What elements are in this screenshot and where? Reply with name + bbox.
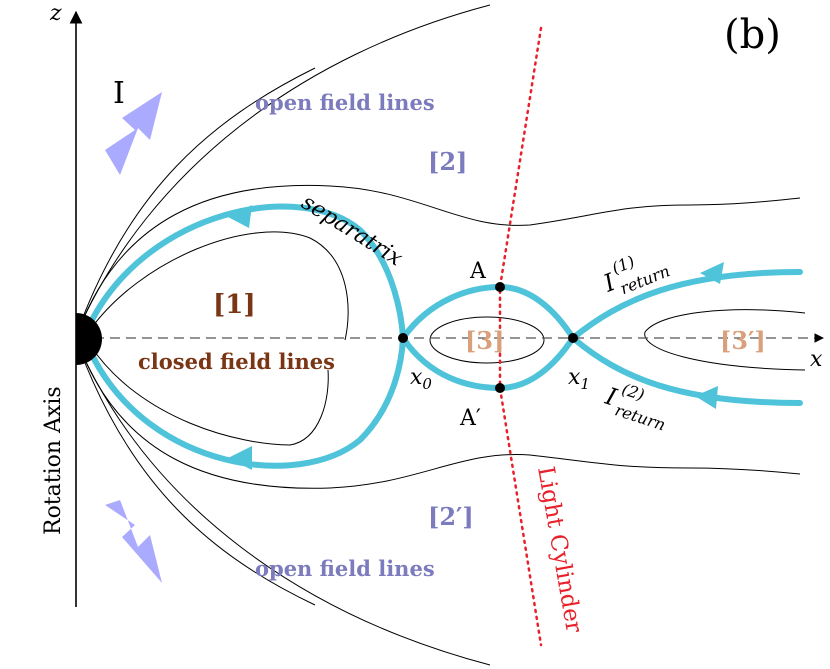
- region-3-loop: [429, 316, 545, 364]
- return-current-arrowhead-bottom: [695, 386, 718, 409]
- point-A-prime-dot: [495, 383, 505, 393]
- point-x1-label: x1: [568, 365, 590, 393]
- region-2-prime-label: [2′]: [428, 502, 474, 531]
- light-cylinder-line: [540, 28, 541, 640]
- return-current-2-sup: (2): [619, 379, 646, 404]
- open-field-line-bottom-middle: [77, 344, 316, 606]
- point-A-prime-label: A′: [459, 406, 481, 431]
- region-3p-loop: [644, 309, 806, 371]
- return-current-2-sub: return: [613, 400, 668, 434]
- open-field-line-bottom-inner: [77, 342, 801, 489]
- separatrix-upper-loop: [89, 203, 406, 341]
- separatrix-curves: [89, 203, 803, 469]
- neutron-star: [76, 313, 102, 365]
- point-A-dot: [495, 282, 505, 292]
- point-x1-dot: [568, 333, 578, 343]
- x1-main: x: [568, 365, 581, 390]
- x-axis-label: x: [810, 347, 823, 372]
- open-field-line-bottom-outer: [77, 344, 491, 666]
- point-x0-label: x0: [410, 365, 432, 393]
- x0-subscript: 0: [422, 375, 432, 393]
- separatrix-return-upper: [570, 269, 803, 341]
- separatrix-arrowhead-top: [228, 205, 252, 228]
- separatrix-lower-loop: [89, 335, 406, 469]
- open-field-line-top-inner: [77, 184, 801, 333]
- region-3-prime-label: [3′]: [720, 326, 766, 355]
- region-1-label: [1]: [213, 290, 256, 320]
- panel-label: (b): [724, 12, 781, 58]
- closed-field-line: [89, 231, 349, 341]
- open-field-line-top-outer: [77, 4, 491, 331]
- region-2-label: [2]: [428, 147, 467, 176]
- light-cylinder-label: Light Cylinder: [532, 465, 587, 635]
- separatrix-return-lower: [570, 335, 803, 406]
- rotation-axis-label: Rotation Axis: [41, 386, 66, 535]
- current-arrow-down-icon: [105, 500, 162, 583]
- point-x0-dot: [398, 333, 408, 343]
- current-arrow-up-icon: [105, 92, 162, 175]
- return-current-1-label: I (1) return: [599, 252, 673, 299]
- x0-main: x: [410, 365, 423, 390]
- current-label: I: [113, 76, 125, 111]
- separatrix-arrowhead-bottom: [228, 446, 252, 470]
- light-cylinder: [498, 26, 543, 647]
- open-field-lines-top-label: open field lines: [255, 90, 435, 115]
- region-3-label: [3]: [465, 326, 504, 355]
- closed-field-line-lower: [89, 344, 329, 446]
- closed-field-lines-label: closed field lines: [138, 349, 335, 374]
- open-field-line-top-middle: [77, 67, 316, 331]
- x1-subscript: 1: [580, 375, 590, 393]
- z-axis-label: z: [49, 1, 62, 26]
- open-field-lines-bottom-label: open field lines: [255, 556, 435, 581]
- point-A-label: A: [469, 259, 487, 284]
- separatrix-label: separatrix: [297, 190, 407, 272]
- return-current-arrowhead-top: [700, 262, 724, 284]
